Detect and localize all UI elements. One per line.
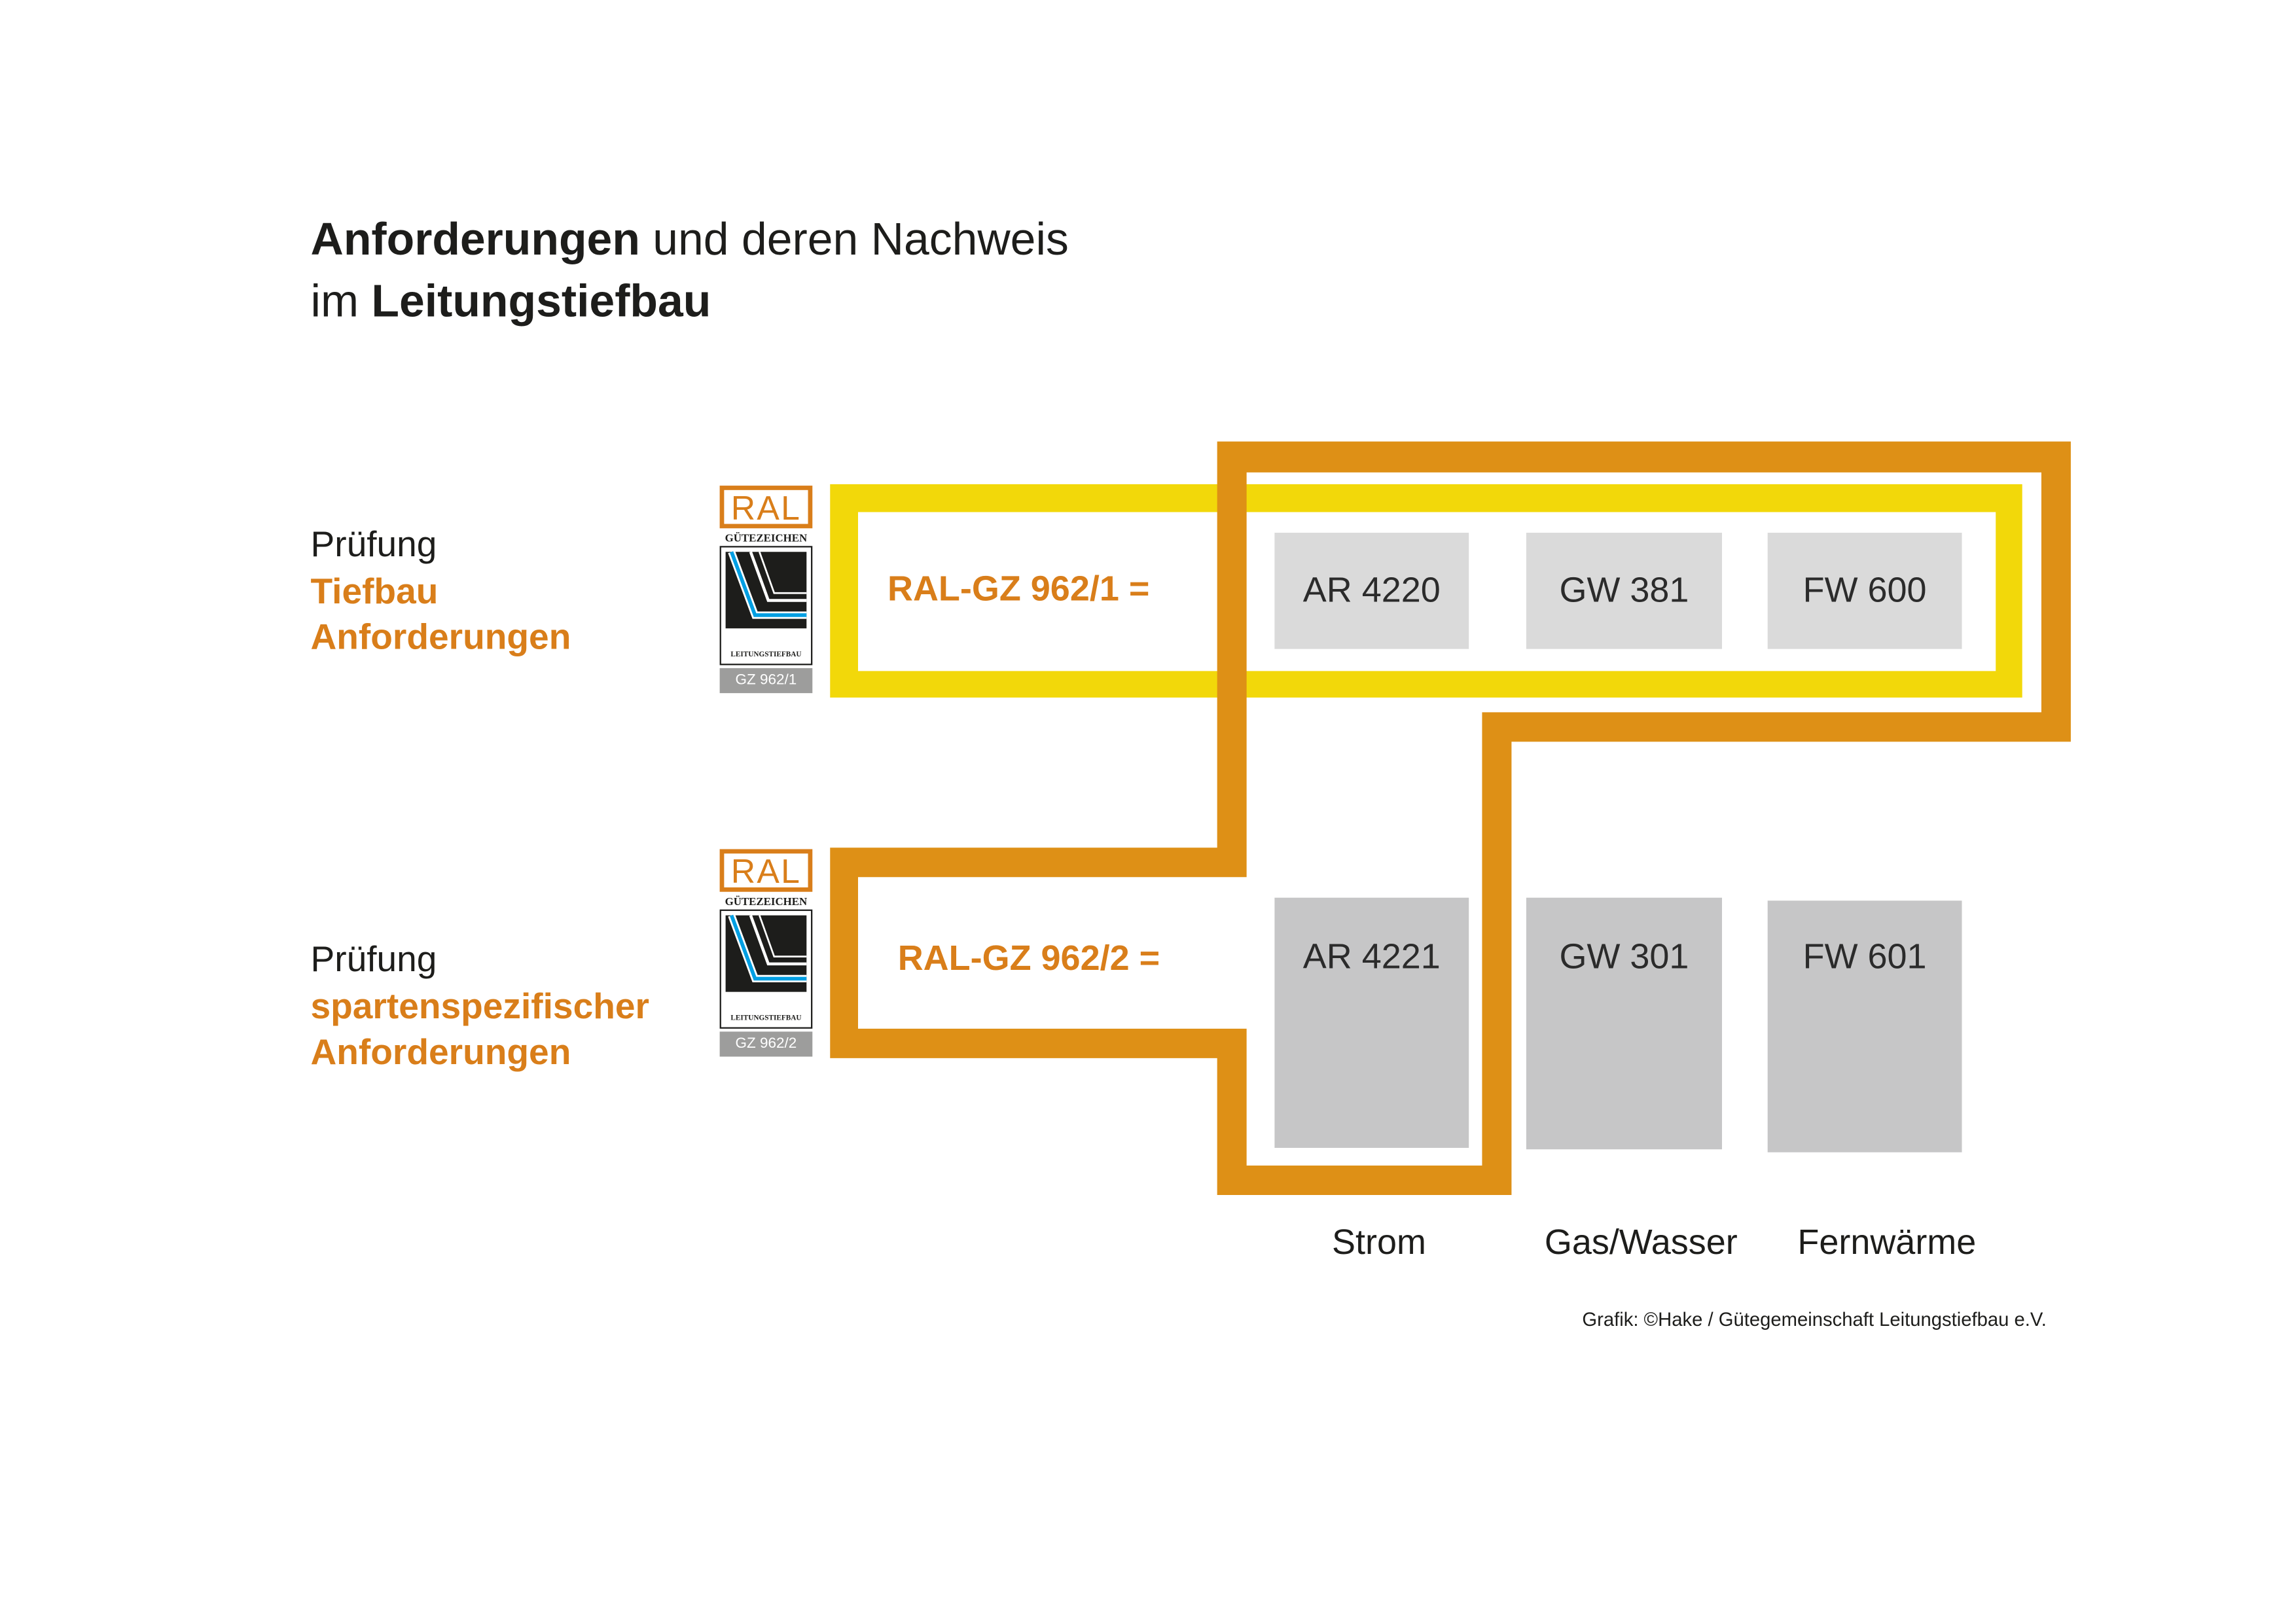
column-fernwaerme: Fernwärme [1797, 1222, 1977, 1263]
ral-text: RAL [719, 486, 813, 529]
formula-2: RAL-GZ 962/2 = [897, 938, 1160, 979]
column-strom: Strom [1332, 1222, 1426, 1263]
logo-sub: LEITUNGSTIEFBAU [730, 1015, 802, 1023]
standard-ar4220: AR 4220 [1274, 533, 1469, 649]
standard-gw381: GW 381 [1526, 533, 1722, 649]
guete-text: GÜTEZEICHEN [725, 895, 808, 908]
row2-pruefung: Prüfung [310, 940, 437, 980]
pipe-mark-icon: LEITUNGSTIEFBAU [719, 546, 813, 666]
title-rest-1: und deren Nachweis [639, 213, 1069, 265]
title-pre-2: im [310, 275, 372, 327]
row1-label: Prüfung Tiefbau Anforderungen [310, 522, 571, 662]
logo-code: GZ 962/2 [719, 1031, 813, 1057]
standard-ar4221: AR 4221 [1274, 897, 1469, 1148]
title-bold-1: Anforderungen [310, 213, 640, 265]
ral-text: RAL [719, 849, 813, 892]
column-gas-wasser: Gas/Wasser [1544, 1222, 1738, 1263]
row1-highlight1: Tiefbau [310, 571, 439, 612]
title-bold-2: Leitungstiefbau [371, 275, 711, 327]
guete-text: GÜTEZEICHEN [725, 531, 808, 545]
row2-label: Prüfung spartenspezifischer Anforderunge… [310, 937, 649, 1077]
row1-highlight2: Anforderungen [310, 618, 571, 658]
ral-logo-2: RAL GÜTEZEICHEN LEITUNGSTIEFBAU GZ 962/2 [719, 849, 813, 1057]
yellow-frame [830, 484, 2022, 698]
ral-logo-1: RAL GÜTEZEICHEN LEITUNGSTIEFBAU GZ 962/1 [719, 486, 813, 694]
row2-highlight2: Anforderungen [310, 1033, 571, 1073]
title: Anforderungen und deren Nachweis im Leit… [310, 209, 1068, 332]
formula-1: RAL-GZ 962/1 = [887, 569, 1150, 609]
logo-code: GZ 962/1 [719, 668, 813, 694]
row1-pruefung: Prüfung [310, 525, 437, 565]
credit: Grafik: ©Hake / Gütegemeinschaft Leitung… [1582, 1308, 2047, 1330]
standard-gw301: GW 301 [1526, 897, 1722, 1150]
standard-fw600: FW 600 [1767, 533, 1962, 649]
logo-sub: LEITUNGSTIEFBAU [730, 652, 802, 660]
row2-highlight1: spartenspezifischer [310, 986, 649, 1027]
standard-fw601: FW 601 [1767, 901, 1962, 1152]
pipe-mark-icon: LEITUNGSTIEFBAU [719, 909, 813, 1029]
